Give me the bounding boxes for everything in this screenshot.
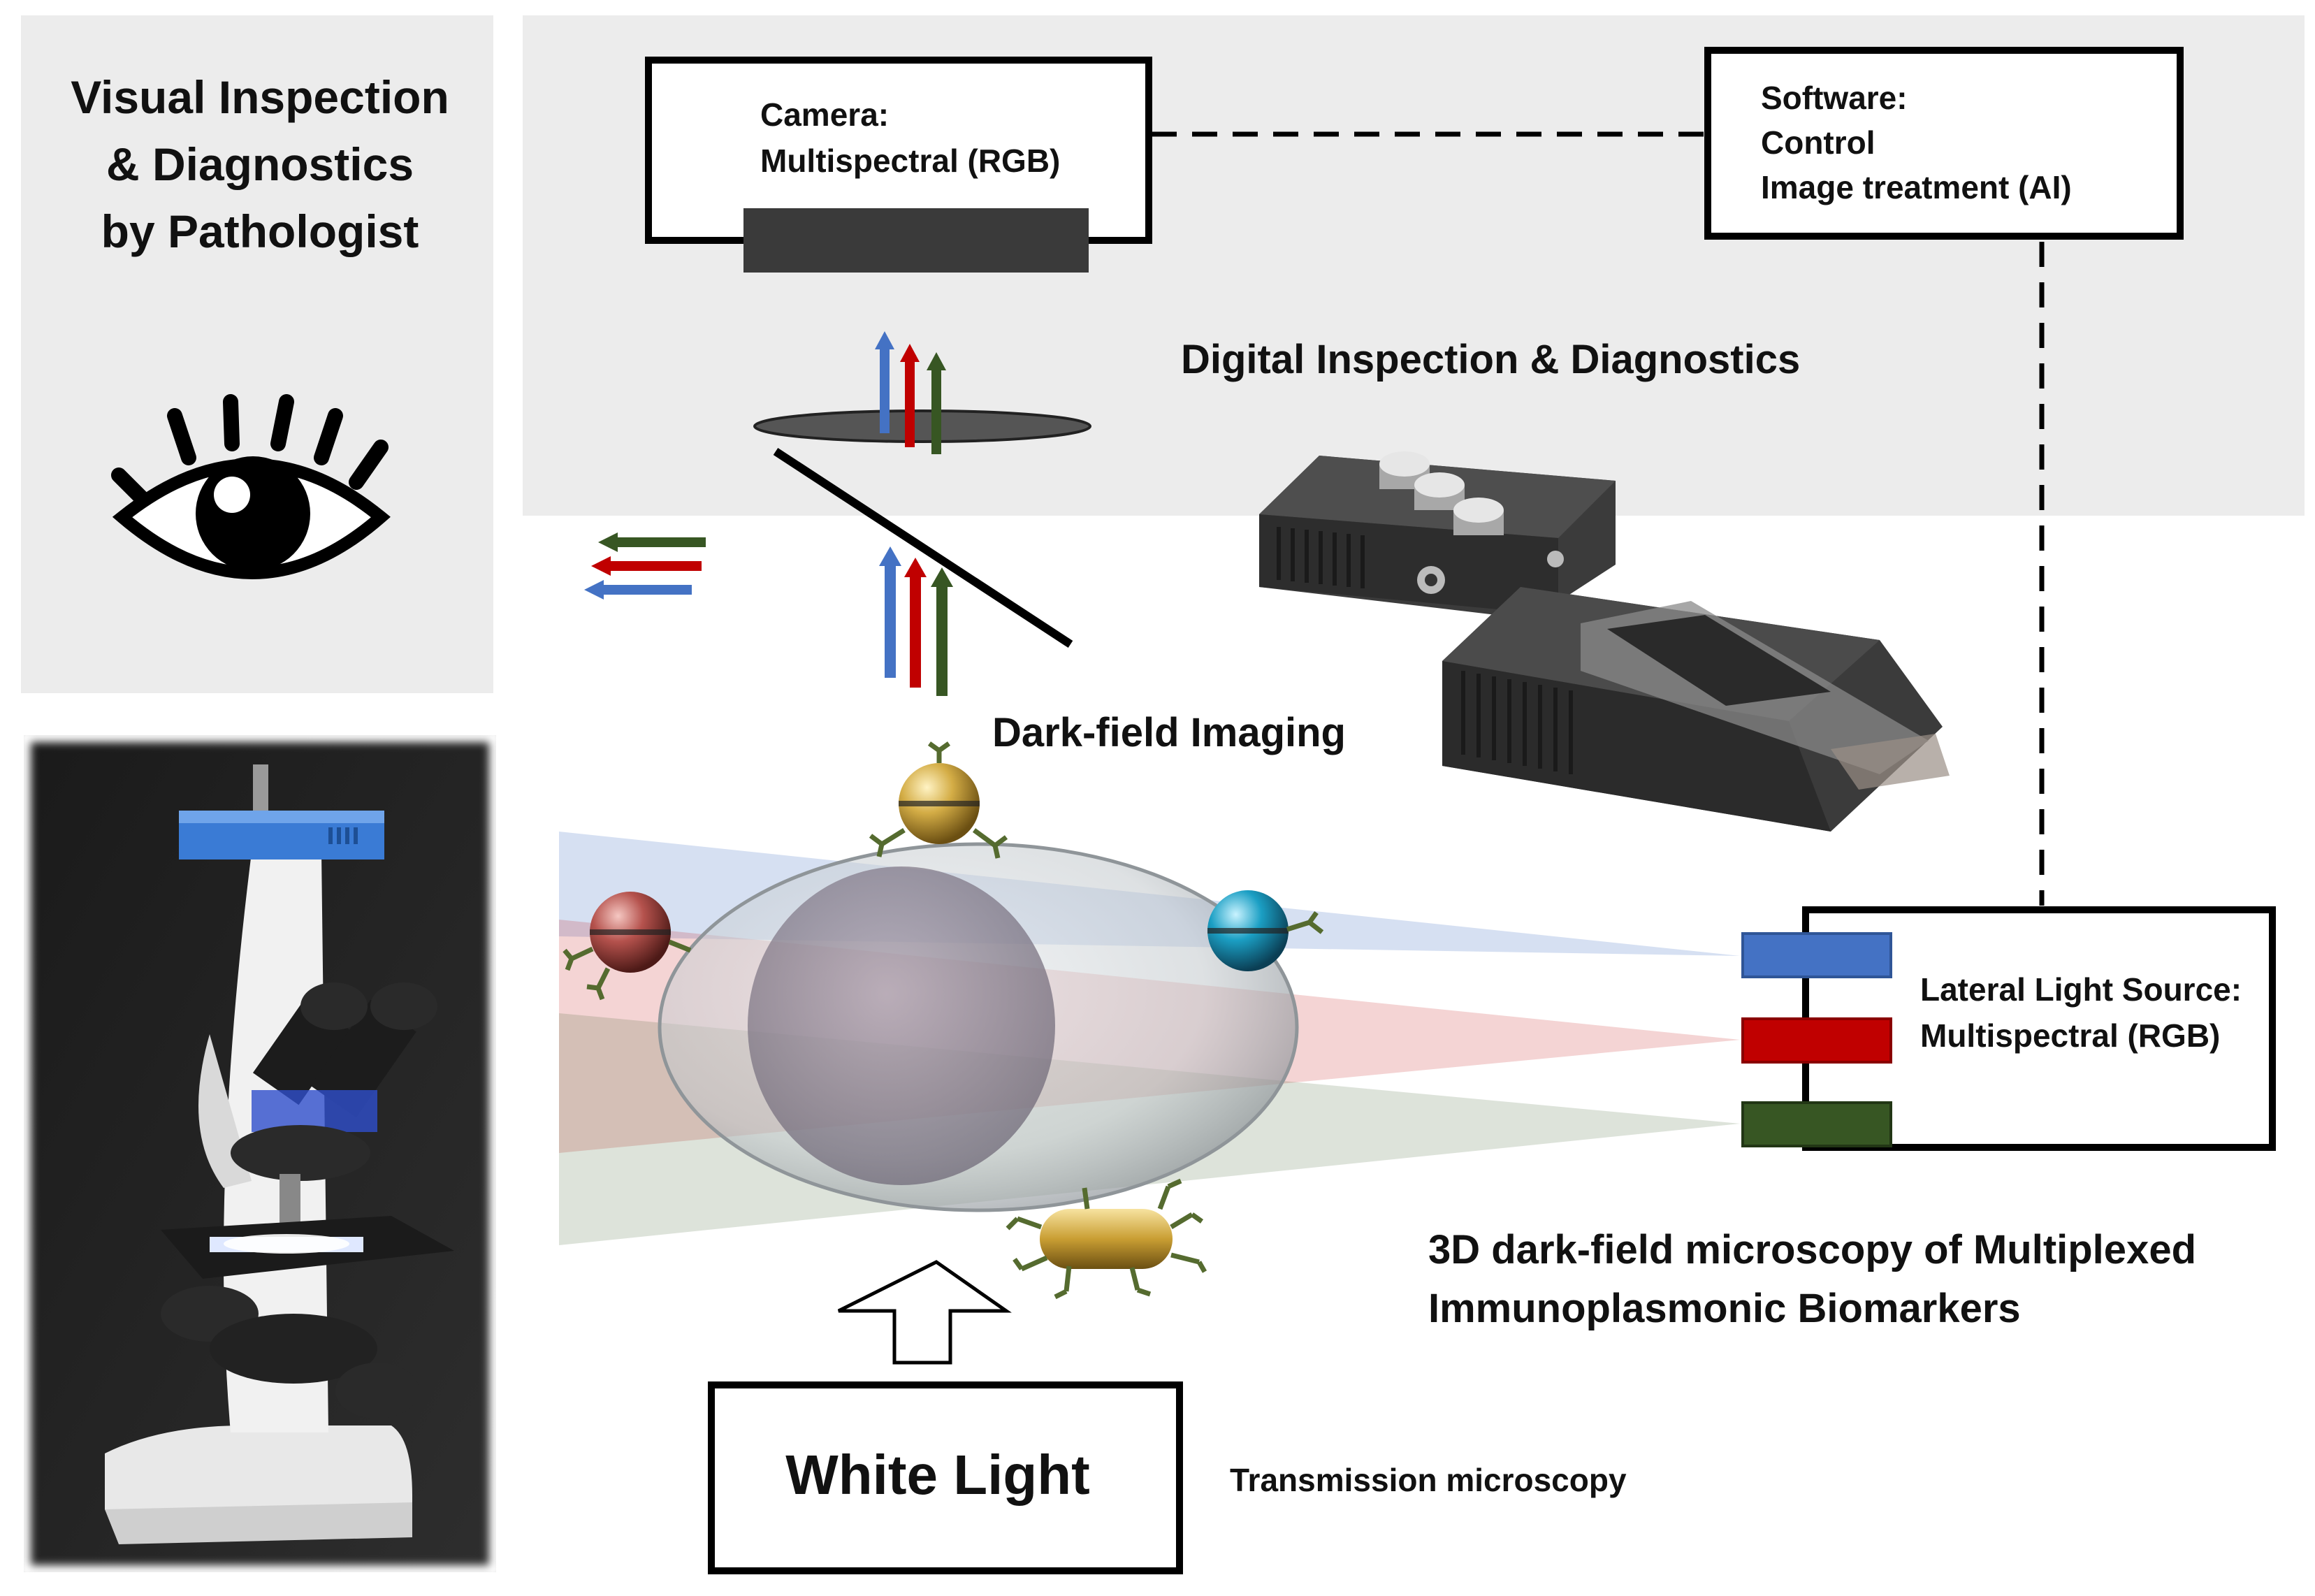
biomarkers-label-line-2: Immunoplasmonic Biomarkers (1428, 1286, 2021, 1331)
microscope-photo (17, 728, 503, 1579)
transmission-label: Transmission microscopy (1230, 1462, 1627, 1498)
camera-label-line-1: Camera: (760, 96, 889, 133)
software-label-line-2: Control (1761, 124, 1875, 161)
light-source-label-line-1: Lateral Light Source: (1920, 971, 2242, 1008)
white-light-arrow (837, 1260, 1012, 1365)
camera-sensor (743, 208, 1089, 273)
upward-rgb-arrows-bottom (879, 546, 953, 696)
camera-box: Camera: Multispectral (RGB) (645, 57, 1152, 273)
software-box: Software: Control Image treatment (AI) (1704, 47, 2184, 240)
software-label-line-3: Image treatment (AI) (1761, 169, 2072, 205)
red-led (1741, 1017, 1892, 1064)
cyan-nanoparticle (1207, 890, 1324, 971)
red-nanoparticle (563, 892, 692, 1001)
device-illustration (1259, 451, 1950, 832)
cell-illustration (658, 842, 1299, 1212)
light-source-label-line-2: Multispectral (RGB) (1920, 1017, 2220, 1054)
gold-nanorod (1006, 1178, 1207, 1300)
beam-splitter-mirror (773, 447, 1073, 648)
eye-icon (111, 394, 391, 579)
white-light-box: White Light (708, 1381, 1183, 1574)
pathologist-panel: Visual Inspection & Diagnostics by Patho… (21, 15, 493, 693)
biomarkers-label-line-1: 3D dark-field microscopy of Multiplexed (1428, 1227, 2196, 1272)
pathologist-title-line-3: by Pathologist (101, 205, 419, 257)
white-light-label: White Light (785, 1444, 1089, 1506)
blue-led (1741, 932, 1892, 978)
digital-inspection-label: Digital Inspection & Diagnostics (1181, 337, 1800, 382)
pathologist-title-line-2: & Diagnostics (106, 138, 414, 190)
gold-nanoparticle (869, 741, 1008, 859)
upward-rgb-arrows-top (875, 331, 946, 454)
light-source-box: Lateral Light Source: Multispectral (RGB… (1741, 906, 2276, 1151)
leftward-rgb-arrows (584, 532, 706, 600)
lens-icon (753, 409, 1091, 443)
software-label-line-1: Software: (1761, 80, 1908, 116)
darkfield-imaging-label: Dark-field Imaging (992, 710, 1346, 755)
camera-label-line-2: Multispectral (RGB) (760, 143, 1060, 179)
green-led (1741, 1101, 1892, 1147)
pathologist-title-line-1: Visual Inspection (71, 71, 449, 123)
